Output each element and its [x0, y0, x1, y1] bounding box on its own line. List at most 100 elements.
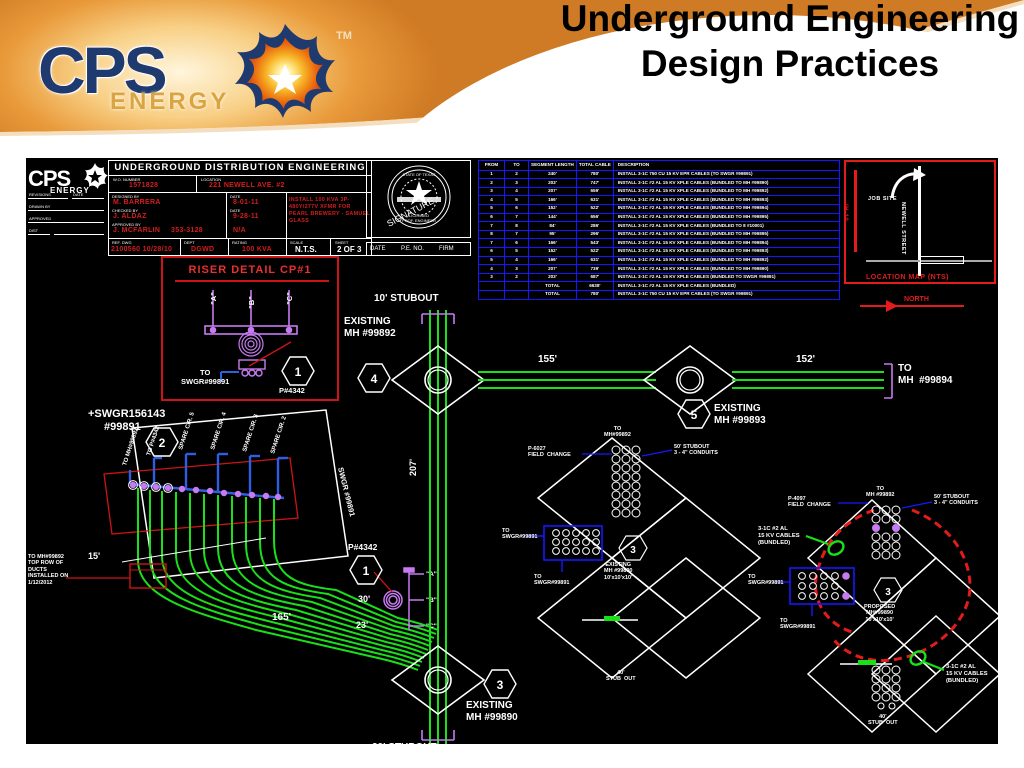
riser-detail-box: RISER DETAIL CP#1 — [161, 256, 339, 401]
mh5-label: EXISTING MH #99893 — [714, 403, 766, 426]
sheet-value: 2 OF 3 — [337, 245, 362, 254]
map-highlight-street — [854, 170, 857, 252]
schedule-cell-0: 3 — [478, 186, 505, 197]
title-block-logo-sub: ENERGY — [50, 186, 90, 195]
schedule-col-description: DESCRIPTION — [612, 160, 841, 171]
schedule-cell-4: INSTALL 3-1C 750 CU 15 KV EPR CABLES (TO… — [612, 289, 841, 300]
svg-text:STATE OF TEXAS: STATE OF TEXAS — [402, 172, 435, 177]
svg-text:TO P#4342: TO P#4342 — [146, 425, 161, 457]
svg-text:"C": "C" — [426, 623, 437, 630]
dim-15-label: 15' — [88, 551, 101, 561]
schedule-cell-2: 203' — [528, 272, 577, 283]
schedule-cell-2: 240' — [528, 169, 577, 180]
schedule-cell-3: 296' — [575, 229, 614, 240]
right-hex-callout: 3 — [873, 577, 903, 603]
header-banner: CPS ENERGY TM Underground Engineering De… — [0, 0, 1024, 150]
dim-152-label: 152' — [796, 354, 816, 365]
svg-text:SPARE CIR. 2: SPARE CIR. 2 — [270, 415, 288, 454]
manhole-3-hex-callout: 3 — [483, 669, 517, 699]
texas-engineer-seal-icon: STATE OF TEXAS LICENSED PROF. ENGINEER S… — [385, 165, 451, 229]
mh3-label: EXISTING MH #99890 — [466, 700, 518, 723]
schedule-cell-0 — [478, 289, 505, 300]
schedule-cell-2: 166' — [528, 255, 577, 266]
schedule-cell-0 — [478, 281, 505, 291]
schedule-cell-0: 7 — [478, 221, 505, 231]
schedule-cell-2: 166' — [528, 195, 577, 205]
manhole-4-hex-callout: 4 — [357, 363, 391, 393]
pole-hex-callout-plan: 1 — [349, 555, 383, 585]
right-stubout-label: 50' STUBOUT 3 - 4" CONDUITS — [934, 494, 978, 507]
schedule-cell-0: 6 — [478, 212, 505, 223]
address-value: 221 NEWELL AVE. #2 — [209, 182, 285, 189]
center-stubout-leader — [641, 449, 673, 457]
riser-phase-b-label: "B" — [246, 296, 256, 309]
stubout-10-label: 10' STUBOUT — [374, 293, 439, 304]
center-hex-number: 3 — [630, 545, 636, 556]
schedule-cell-1: 7 — [504, 229, 529, 240]
mh3-hex-number: 3 — [497, 678, 504, 692]
switchgear-terminal-dots — [129, 481, 282, 501]
schedule-cell-4: INSTALL 3-1C #2 AL 15 KV XPLE CABLES (BU… — [612, 238, 841, 248]
schedule-cell-1: 4 — [504, 186, 529, 197]
green-cable-runs-left — [137, 488, 439, 671]
right-conduit-used-2 — [892, 524, 900, 532]
dim-165-label: 165' — [272, 612, 292, 623]
svg-text:SPARE CIR. 3: SPARE CIR. 3 — [242, 413, 260, 452]
to-mh-99894-bracket — [884, 363, 893, 399]
pole-hex-number-plan: 1 — [363, 564, 370, 578]
engineer-seal: STATE OF TEXAS LICENSED PROF. ENGINEER S… — [366, 160, 471, 260]
right-to-swgr-b-label: TO SWGR#99891 — [780, 618, 816, 631]
center-caption: EXISTING MH #99890 10'x10'x10' — [604, 562, 633, 581]
riser-hex-callout-icon: 1 — [281, 356, 315, 386]
ductbank-right-top — [871, 505, 901, 560]
schedule-cell-2: 152' — [528, 246, 577, 257]
schedule-cell-3: 780' — [575, 289, 614, 300]
stubout-20-label: 20' STUBOUT — [372, 742, 437, 744]
schedule-cell-3: 631' — [575, 195, 614, 205]
svg-text:PROF. ENGINEER: PROF. ENGINEER — [402, 218, 436, 223]
right-terminal-box — [776, 567, 855, 616]
schedule-cell-4: INSTALL 3-1C #2 AL 15 KV XPLE CABLES (BU… — [612, 264, 841, 274]
logo-wordmark: CPS — [38, 33, 168, 107]
trunk-cables-vertical — [429, 310, 447, 744]
center-scale-bar — [582, 616, 638, 621]
right-cable-route-right — [832, 508, 972, 663]
logo-trademark: TM — [336, 30, 352, 42]
engineering-drawing-sheet: CPS ENERGY REVISIONS DATE DRAWN BY APPRO… — [26, 158, 998, 744]
schedule-cell-1 — [504, 281, 529, 291]
schedule-cell-0: 4 — [478, 195, 505, 205]
riser-phase-a-label: "A" — [208, 292, 218, 305]
map-job-site-label: JOB SITE — [868, 196, 898, 202]
title-block: CPS ENERGY REVISIONS DATE DRAWN BY APPRO… — [26, 158, 374, 258]
schedule-cell-4: INSTALL 3-1C #2 AL 15 KV XPLE CABLES (BU… — [612, 255, 841, 266]
right-to-swgr-a-label: TO SWGR#99891 — [748, 574, 784, 587]
right-green-cable-callouts — [805, 534, 945, 672]
right-cable-left-label: 3-1C #2 AL 15 KV CABLES (BUNDLED) — [758, 526, 800, 546]
svg-text:LICENSED: LICENSED — [409, 213, 429, 218]
center-stub-out-label: 40' STUB OUT — [606, 670, 636, 683]
dim-30-label: 30' — [358, 594, 371, 604]
designer-value: M. BARRERA — [113, 199, 161, 206]
approver-date-value: N/A — [233, 227, 246, 234]
schedule-col-from: FROM — [478, 160, 505, 171]
scale-value: N.T.S. — [295, 245, 317, 254]
schedule-cell-0: 3 — [478, 272, 505, 283]
rating-value: 100 KVA — [242, 246, 272, 253]
schedule-cell-0: 1 — [478, 169, 505, 180]
schedule-cell-4: INSTALL 3-1C #2 AL 15 KV XPLE CABLES (BU… — [612, 221, 841, 231]
schedule-cell-2: 152' — [528, 203, 577, 214]
title-block-subgrid: REVISIONS DATE DRAWN BY APPROVED DIST — [26, 192, 106, 254]
banner-swoosh-shape — [0, 0, 1024, 150]
schedule-cell-4: INSTALL 3-1C #2 AL 15 KV XPLE CABLES (BU… — [612, 246, 841, 257]
dim-155-label: 155' — [538, 354, 558, 365]
right-scale-bar — [840, 660, 892, 665]
center-to-swgr-b-label: TO SWGR#99891 — [534, 574, 570, 587]
note-ducts: TO MH#99892 TOP ROW OF DUCTS INSTALLED O… — [28, 554, 69, 586]
riser-phase-c-label: "C" — [284, 292, 294, 305]
